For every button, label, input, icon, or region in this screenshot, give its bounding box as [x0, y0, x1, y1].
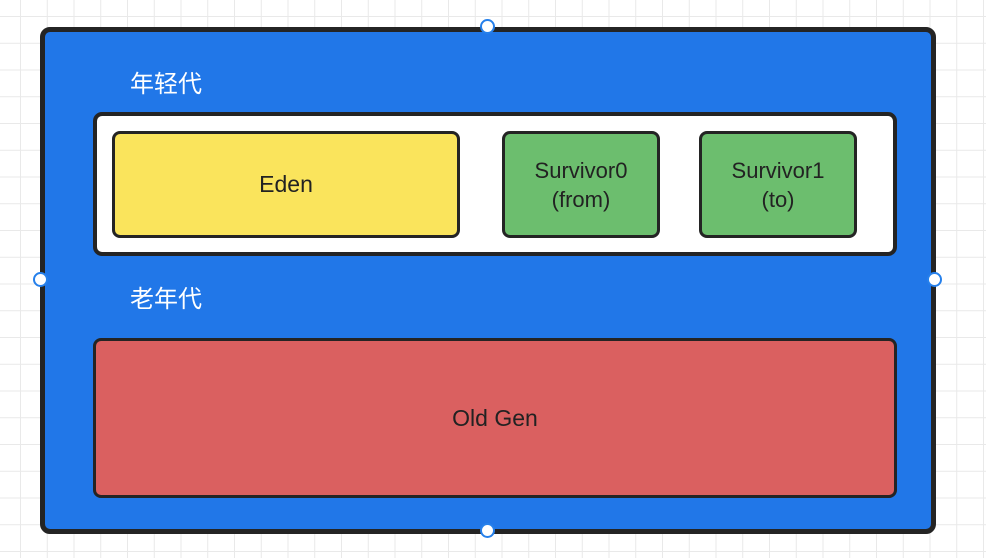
selection-handle-right[interactable] — [927, 272, 942, 287]
survivor0-shape[interactable]: Survivor0 (from) — [502, 131, 660, 238]
survivor1-label: Survivor1 — [731, 157, 825, 183]
selection-handle-bottom[interactable] — [480, 523, 495, 538]
old-gen-shape[interactable]: Old Gen — [93, 338, 897, 498]
survivor1-sublabel: (to) — [761, 186, 795, 212]
old-gen-shape-label: Old Gen — [452, 404, 538, 431]
selection-handle-left[interactable] — [33, 272, 48, 287]
old-gen-label: 老年代 — [130, 286, 202, 313]
survivor1-shape[interactable]: Survivor1 (to) — [699, 131, 857, 238]
survivor0-sublabel: (from) — [551, 186, 611, 212]
young-gen-label: 年轻代 — [130, 71, 202, 98]
selection-handle-top[interactable] — [480, 19, 495, 34]
survivor0-label: Survivor0 — [534, 157, 628, 183]
eden-shape[interactable]: Eden — [112, 131, 460, 238]
eden-label: Eden — [259, 171, 313, 197]
